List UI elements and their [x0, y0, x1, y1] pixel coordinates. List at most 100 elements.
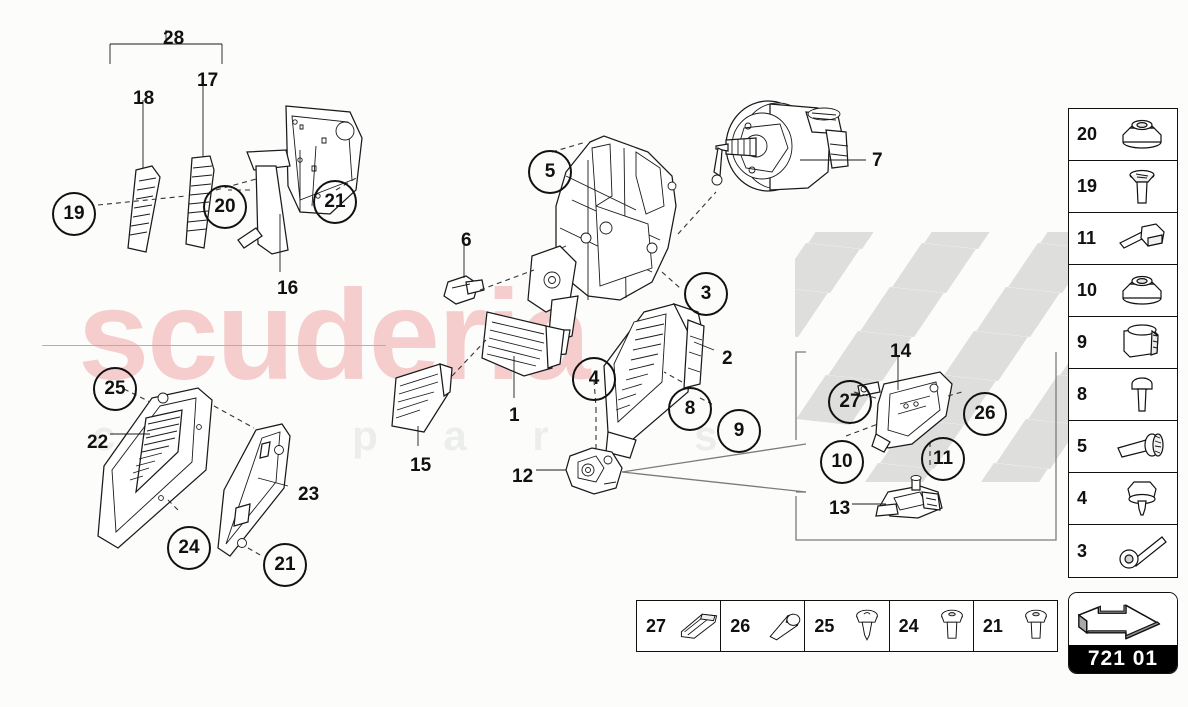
hex-flange-bolt-icon [1109, 213, 1175, 265]
callout-19[interactable]: 19 [52, 192, 96, 236]
callout-21b[interactable]: 21 [263, 543, 307, 587]
round-head-rivet-icon [928, 601, 976, 651]
callout-4[interactable]: 4 [572, 357, 616, 401]
flange-nut-icon [1122, 275, 1162, 305]
callout-6[interactable]: 6 [461, 230, 472, 251]
hex-plastic-rivet-icon [1127, 481, 1157, 516]
legend-item-5[interactable]: 5 [1069, 421, 1177, 473]
legend-item-number: 3 [1077, 540, 1088, 561]
callout-5[interactable]: 5 [528, 150, 572, 194]
bottom-legend-item-26[interactable]: 26 [721, 601, 807, 651]
callout-1[interactable]: 1 [509, 405, 520, 426]
bottom-legend-item-number: 25 [814, 615, 835, 636]
bottom-legend-item-number: 27 [646, 615, 667, 636]
long-pin-bolt-icon [1109, 525, 1175, 577]
callout-2[interactable]: 2 [722, 348, 733, 369]
dash-3 [661, 271, 681, 289]
leader-2 [693, 341, 715, 351]
leader-23 [257, 477, 289, 487]
callout-22[interactable]: 22 [87, 432, 109, 453]
bottom-legend-item-27[interactable]: 27 [637, 601, 723, 651]
dash-10-detail [845, 423, 879, 437]
callout-3[interactable]: 3 [684, 272, 728, 316]
bottom-legend-item-25[interactable]: 25 [805, 601, 891, 651]
dash-19-to-18 [97, 195, 187, 206]
flange-nut-icon [1109, 109, 1175, 161]
dash-15-to-1 [451, 339, 487, 377]
part-2-accelerator-pedal [603, 302, 705, 459]
dash-21-bottom [247, 547, 263, 557]
callout-21t[interactable]: 21 [313, 180, 357, 224]
hex-bolt-icon [769, 613, 801, 641]
part-18-ribbed-strip [127, 165, 161, 253]
legend-item-3[interactable]: 3 [1069, 525, 1177, 577]
callout-13[interactable]: 13 [829, 498, 851, 519]
expanding-rivet-icon [843, 601, 891, 651]
callout-28[interactable]: 28 [163, 28, 185, 49]
part-16-bracket [237, 105, 363, 255]
part-15-pedal-pad [391, 363, 453, 433]
callout-26r[interactable]: 26 [963, 392, 1007, 436]
legend-item-4[interactable]: 4 [1069, 473, 1177, 525]
legend-item-10[interactable]: 10 [1069, 265, 1177, 317]
callout-12[interactable]: 12 [512, 466, 534, 487]
countersunk-screw-icon [1109, 161, 1175, 213]
bush-cap-icon [1123, 324, 1159, 358]
bottom-legend-item-21[interactable]: 21 [974, 601, 1057, 651]
part-7-brake-booster [711, 100, 849, 192]
callout-7[interactable]: 7 [872, 150, 883, 171]
callout-23[interactable]: 23 [298, 484, 320, 505]
countersunk-screw-icon [1129, 169, 1155, 204]
dash-8 [663, 371, 683, 383]
bottom-legend-item-24[interactable]: 24 [890, 601, 974, 651]
dash-25-to-23 [213, 405, 255, 429]
callout-14[interactable]: 14 [890, 341, 912, 362]
legend-item-9[interactable]: 9 [1069, 317, 1177, 369]
callout-11r[interactable]: 11 [921, 437, 965, 481]
flange-nut-icon [1122, 119, 1162, 149]
clip-rail-icon [675, 601, 723, 651]
legend-item-number: 5 [1077, 436, 1088, 456]
dash-20-to-bracket [215, 177, 261, 191]
callout-17[interactable]: 17 [197, 70, 219, 91]
bottom-legend-item-number: 24 [898, 615, 919, 636]
callout-16[interactable]: 16 [277, 278, 299, 299]
diagram-code-badge[interactable]: 721 01 [1068, 592, 1178, 674]
arrow-3d-icon [1078, 604, 1161, 640]
legend-item-number: 4 [1077, 488, 1088, 508]
legend-item-20[interactable]: 20 [1069, 109, 1177, 161]
legend-item-number: 19 [1077, 176, 1098, 196]
callout-25[interactable]: 25 [93, 367, 137, 411]
bush-cap-icon [1109, 317, 1175, 369]
legend-item-number: 20 [1077, 124, 1098, 144]
detail-box-frame [795, 351, 1057, 541]
part-13-bracket [875, 475, 943, 519]
badge-code-label: 721 01 [1069, 645, 1177, 673]
callout-27r[interactable]: 27 [828, 380, 872, 424]
callout-8[interactable]: 8 [668, 387, 712, 431]
round-head-rivet-icon [1024, 609, 1047, 639]
callout-20t[interactable]: 20 [203, 185, 247, 229]
part-23-pedal-cover [217, 423, 291, 557]
legend-item-8[interactable]: 8 [1069, 369, 1177, 421]
dash-26-detail [947, 391, 963, 397]
part-1-brake-pedal-pad [481, 311, 565, 377]
bracket-28-leader [109, 30, 223, 64]
legend-item-19[interactable]: 19 [1069, 161, 1177, 213]
round-head-rivet-icon [940, 609, 963, 639]
callout-9[interactable]: 9 [717, 409, 761, 453]
callout-pointer-lower [621, 471, 807, 493]
callout-10r[interactable]: 10 [820, 440, 864, 484]
section-divider [42, 345, 386, 346]
callout-18[interactable]: 18 [133, 88, 155, 109]
hex-bolt-icon [759, 601, 807, 651]
badge-arrow-area [1069, 593, 1177, 645]
callout-15[interactable]: 15 [410, 455, 432, 476]
parts-legend-bottom-strip[interactable]: 27 26 25 24 21 [636, 600, 1058, 652]
expanding-rivet-icon [856, 609, 879, 641]
legend-item-11[interactable]: 11 [1069, 213, 1177, 265]
callout-24[interactable]: 24 [167, 526, 211, 570]
dash-5 [551, 141, 587, 153]
